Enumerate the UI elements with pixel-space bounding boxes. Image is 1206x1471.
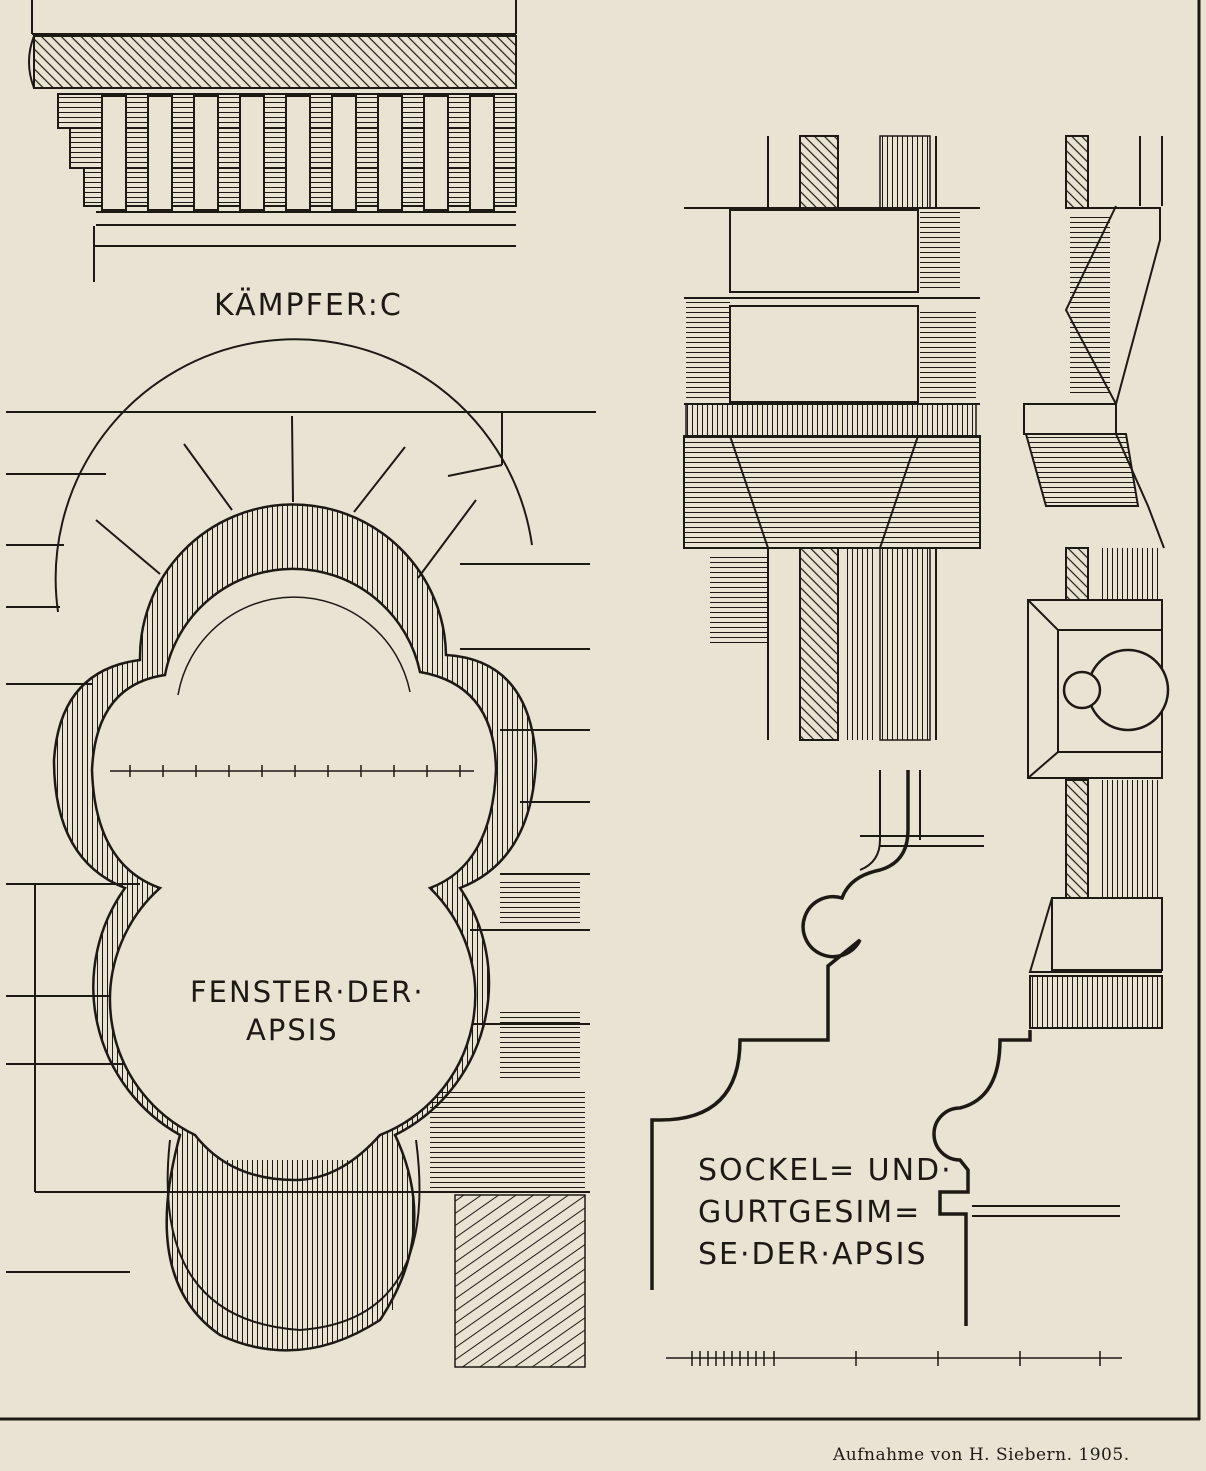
sockel-label-line1: SOCKEL= UND· [698,1153,953,1188]
fenster-drawing [6,338,596,1368]
photo-credit: Aufnahme von H. Siebern. 1905. [833,1445,1130,1465]
kampfer-label: KÄMPFER:C [214,288,403,323]
fenster-label-line1: FENSTER·DER· [190,975,425,1009]
sockel-label-line3: SE·DER·APSIS [698,1237,928,1272]
fenster-label-line2: APSIS [246,1013,339,1047]
sockel-drawing [650,135,1170,1366]
sockel-label-line2: GURTGESIM= [698,1195,922,1230]
kampfer-drawing [28,0,517,282]
